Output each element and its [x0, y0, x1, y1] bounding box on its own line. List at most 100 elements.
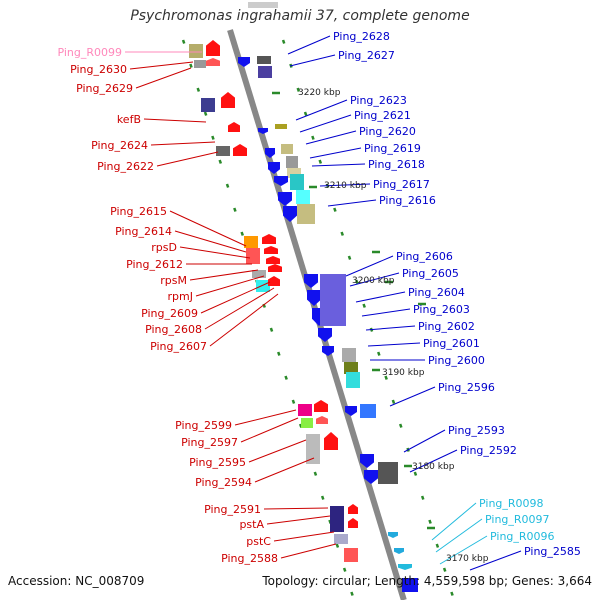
right-tick — [318, 159, 323, 164]
gene-33 — [268, 276, 280, 286]
leader-line-right — [287, 35, 331, 55]
gene-54 — [330, 506, 344, 532]
gene-label-left: Ping_2629 — [76, 82, 133, 95]
gene-label-left: Ping_2608 — [145, 323, 202, 336]
leader-line-left — [169, 210, 247, 247]
gene-50 — [324, 432, 338, 450]
left-tick — [203, 111, 208, 116]
leader-line-left — [143, 118, 207, 123]
gene-label-right: Ping_2604 — [408, 286, 465, 299]
gene-59 — [388, 532, 398, 538]
leader-line-left — [266, 515, 331, 525]
leader-line-left — [179, 246, 251, 259]
gene-62 — [402, 578, 418, 592]
right-tick — [398, 423, 403, 428]
leader-line-right — [439, 535, 488, 565]
leader-line-left — [234, 409, 297, 426]
leader-line-right — [311, 163, 366, 167]
leader-line-left — [195, 275, 265, 297]
gene-46 — [314, 400, 328, 412]
gene-label-left: rpsM — [160, 274, 187, 287]
gene-labels: Ping_R0099Ping_2630Ping_2629kefBPing_262… — [57, 30, 580, 565]
right-tick — [296, 87, 301, 92]
gene-label-right: Ping_2623 — [350, 94, 407, 107]
right-tick — [420, 495, 425, 500]
gene-label-left: Ping_2622 — [97, 160, 154, 173]
gene-label-left: kefB — [117, 113, 141, 126]
leader-line-right — [289, 54, 336, 67]
gene-label-right: Ping_2619 — [364, 142, 421, 155]
gene-label-right: Ping_2601 — [423, 337, 480, 350]
gene-47 — [301, 418, 313, 428]
right-tick — [281, 39, 286, 44]
gene-1 — [206, 40, 220, 56]
leader-line-right — [389, 386, 436, 407]
gene-45 — [298, 404, 312, 416]
right-tick — [413, 471, 418, 476]
gene-7 — [201, 98, 215, 112]
leader-line-right — [361, 308, 411, 317]
gene-label-left: Ping_2607 — [150, 340, 207, 353]
gene-22 — [278, 192, 292, 206]
gene-label-right: Ping_R0098 — [479, 497, 544, 510]
accession-text: Accession: NC_008709 — [8, 574, 145, 588]
genome-summary-text: Topology: circular; Length: 4,559,598 bp… — [262, 574, 592, 588]
gene-4 — [238, 57, 250, 67]
gene-label-right: Ping_2618 — [368, 158, 425, 171]
gene-29 — [266, 256, 280, 264]
right-tick — [347, 255, 352, 260]
scale-mark-label: 3180 kbp — [412, 462, 455, 472]
gene-25 — [244, 236, 258, 248]
genome-title: Psychromonas ingrahamii 37, complete gen… — [130, 8, 470, 24]
right-tick — [340, 231, 344, 236]
left-tick — [342, 567, 347, 572]
leader-line-left — [156, 151, 219, 167]
gene-56 — [348, 518, 358, 528]
leader-line-right — [295, 99, 348, 121]
right-tick — [362, 303, 366, 308]
scale-mark-label: 3200 kbp — [352, 276, 395, 286]
right-tick — [391, 399, 396, 404]
left-tick — [335, 543, 340, 548]
leader-line-right — [319, 183, 371, 187]
gene-27 — [262, 234, 276, 244]
leader-line-right — [309, 147, 362, 159]
gene-8 — [221, 92, 235, 108]
leader-line-left — [200, 281, 271, 314]
gene-label-left: Ping_2609 — [141, 307, 198, 320]
leader-line-left — [174, 230, 247, 253]
gene-30 — [268, 264, 282, 272]
gene-label-left: Ping_2624 — [91, 139, 148, 152]
gene-label-left: Ping_2595 — [189, 456, 246, 469]
gene-28 — [264, 246, 278, 254]
gene-48 — [316, 416, 328, 424]
scale-mark-label: 3190 kbp — [382, 368, 425, 378]
gene-57 — [334, 534, 348, 544]
right-tick — [377, 351, 381, 356]
gene-63 — [248, 2, 278, 8]
gene-0 — [189, 44, 203, 58]
left-tick — [218, 159, 223, 164]
leader-line-right — [305, 130, 357, 145]
gene-label-left: Ping_2599 — [175, 419, 232, 432]
right-tick — [442, 567, 447, 572]
gene-58 — [344, 548, 358, 562]
gene-61 — [398, 564, 412, 570]
gene-20 — [290, 174, 304, 190]
leader-line-right — [345, 255, 394, 277]
leader-line-right — [469, 550, 522, 571]
gene-49 — [306, 434, 320, 464]
gene-label-left: Ping_2612 — [126, 258, 183, 271]
gene-51 — [360, 454, 374, 468]
gene-60 — [394, 548, 404, 554]
leader-line-right — [327, 199, 377, 207]
gene-35 — [307, 290, 321, 306]
gene-label-left: Ping_R0099 — [57, 46, 122, 59]
gene-19 — [274, 176, 288, 186]
gene-label-right: Ping_2621 — [354, 109, 411, 122]
gene-24 — [297, 204, 315, 224]
gene-17 — [268, 162, 280, 174]
gene-39 — [320, 274, 346, 326]
